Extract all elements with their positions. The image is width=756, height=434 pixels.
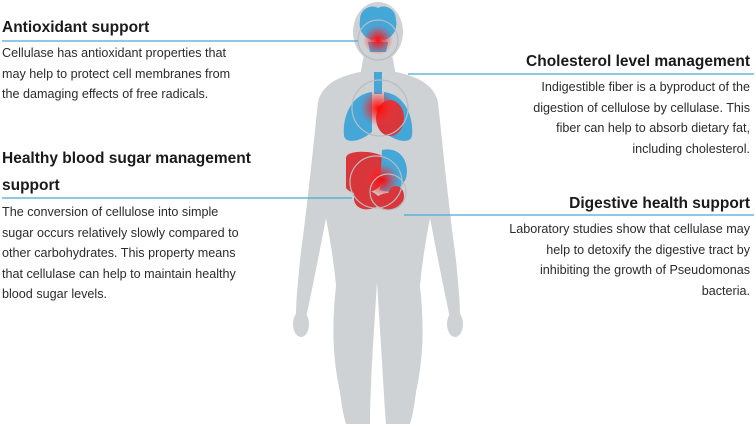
digestive-line: help to detoxify the digestive tract by bbox=[546, 242, 750, 257]
trachea bbox=[374, 72, 382, 94]
highlight-stomach bbox=[365, 163, 399, 197]
cholesterol-line: Indigestible fiber is a byproduct of the bbox=[541, 80, 750, 94]
section-blood-sugar: Healthy blood sugar management support T… bbox=[2, 145, 288, 305]
left-hand bbox=[293, 311, 309, 337]
torso-and-legs bbox=[296, 72, 460, 424]
cholesterol-line: including cholesterol. bbox=[632, 141, 750, 156]
blood-sugar-description: The conversion of cellulose into simple … bbox=[2, 202, 288, 305]
antioxidant-line: may help to protect cell membranes from bbox=[2, 66, 231, 81]
cholesterol-line: fiber can help to absorb dietary fat, bbox=[556, 121, 750, 135]
highlight-chest bbox=[360, 90, 396, 126]
connector-lines bbox=[2, 40, 754, 216]
cholesterol-line: digestion of cellulose by cellulase. Thi… bbox=[533, 100, 750, 115]
blood-sugar-heading-line: support bbox=[2, 177, 60, 194]
antioxidant-heading: Antioxidant support bbox=[2, 19, 150, 36]
digestive-line: Laboratory studies show that cellulase m… bbox=[509, 222, 750, 236]
ring-stomach-small bbox=[369, 173, 407, 211]
ring-chest bbox=[351, 79, 409, 137]
right-hand bbox=[447, 311, 463, 337]
blood-sugar-line: The conversion of cellulose into simple bbox=[2, 205, 219, 219]
digestive-line: inhibiting the growth of Pseudomonas bbox=[539, 263, 750, 277]
neck bbox=[360, 54, 396, 76]
section-digestive: Digestive health support Laboratory stud… bbox=[470, 190, 750, 301]
blood-sugar-line: other carbohydrates. This property means bbox=[2, 246, 236, 260]
highlight-brain bbox=[363, 25, 393, 55]
section-antioxidant: Antioxidant support Cellulase has antiox… bbox=[2, 14, 302, 105]
antioxidant-line: the damaging effects of free radicals. bbox=[2, 87, 209, 101]
blood-sugar-heading-line: Healthy blood sugar management bbox=[2, 150, 251, 167]
digestive-line: bacteria. bbox=[701, 283, 750, 298]
highlight-rings bbox=[349, 19, 409, 211]
cholesterol-description: Indigestible fiber is a byproduct of the… bbox=[500, 77, 750, 159]
body-silhouette bbox=[293, 2, 463, 424]
blood-sugar-line: blood sugar levels. bbox=[2, 287, 108, 301]
ring-stomach-large bbox=[349, 155, 403, 209]
antioxidant-description: Cellulase has antioxidant properties tha… bbox=[2, 43, 302, 105]
digestive-description: Laboratory studies show that cellulase m… bbox=[470, 219, 750, 301]
blood-sugar-line: that cellulase can help to maintain heal… bbox=[2, 266, 236, 281]
antioxidant-line: Cellulase has antioxidant properties tha… bbox=[2, 46, 227, 60]
blood-sugar-heading: Healthy blood sugar management support bbox=[2, 145, 288, 199]
cholesterol-heading: Cholesterol level management bbox=[526, 53, 750, 70]
blood-sugar-line: sugar occurs relatively slowly compared … bbox=[2, 225, 239, 240]
section-cholesterol: Cholesterol level management Indigestibl… bbox=[500, 48, 750, 159]
digestive-heading: Digestive health support bbox=[569, 195, 750, 212]
ring-brain bbox=[357, 19, 399, 61]
